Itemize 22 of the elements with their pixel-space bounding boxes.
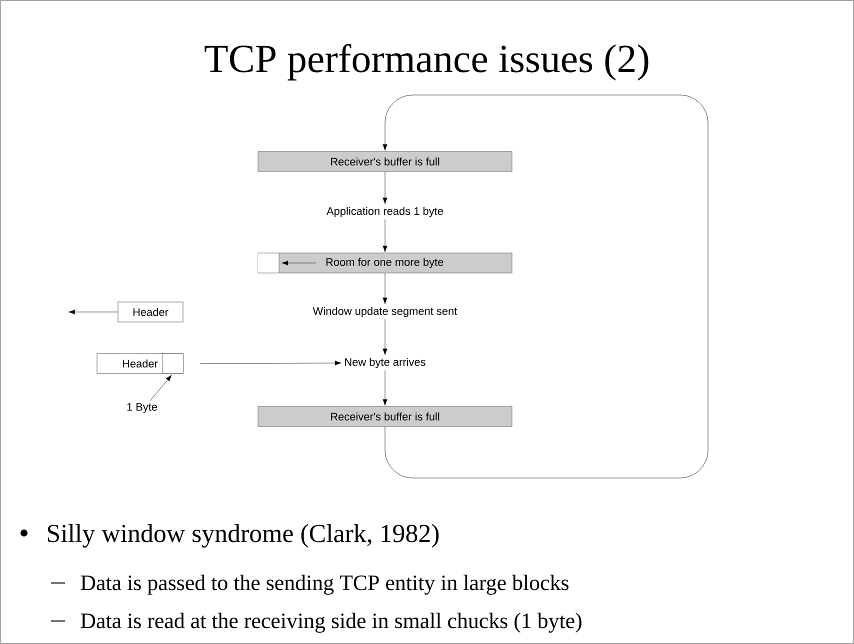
- arrow: [382, 172, 388, 204]
- bullet-text: Data is read at the receiving side in small chucks (1 byte): [80, 612, 582, 633]
- step-text: Application reads 1 byte: [326, 206, 443, 218]
- bullet-text: Silly window syndrome (Clark, 1982): [48, 524, 439, 548]
- arrow: [382, 319, 388, 356]
- arrow: [200, 360, 342, 366]
- buffer-bar: Receiver's buffer is full: [258, 151, 512, 172]
- leader-line: [150, 374, 172, 402]
- segment-box: Header: [118, 302, 184, 322]
- bullet-text: Data is passed to the sending TCP entity in large blocks: [80, 574, 568, 595]
- arrow: [382, 219, 388, 252]
- slide-title: TCP performance issues (2): [204, 44, 648, 80]
- buffer-bar: Room for one more byte: [258, 252, 512, 274]
- step-text: Window update segment sent: [312, 306, 458, 318]
- step-text: 1 Byte: [127, 403, 158, 413]
- arrow: [382, 273, 388, 304]
- step-text: New byte arrives: [345, 358, 426, 368]
- byte-cell: [162, 353, 184, 374]
- arrow: [382, 370, 388, 406]
- arrow: [68, 310, 118, 314]
- loop-arrow: [382, 94, 708, 478]
- buffer-bar: Receiver's buffer is full: [258, 406, 512, 427]
